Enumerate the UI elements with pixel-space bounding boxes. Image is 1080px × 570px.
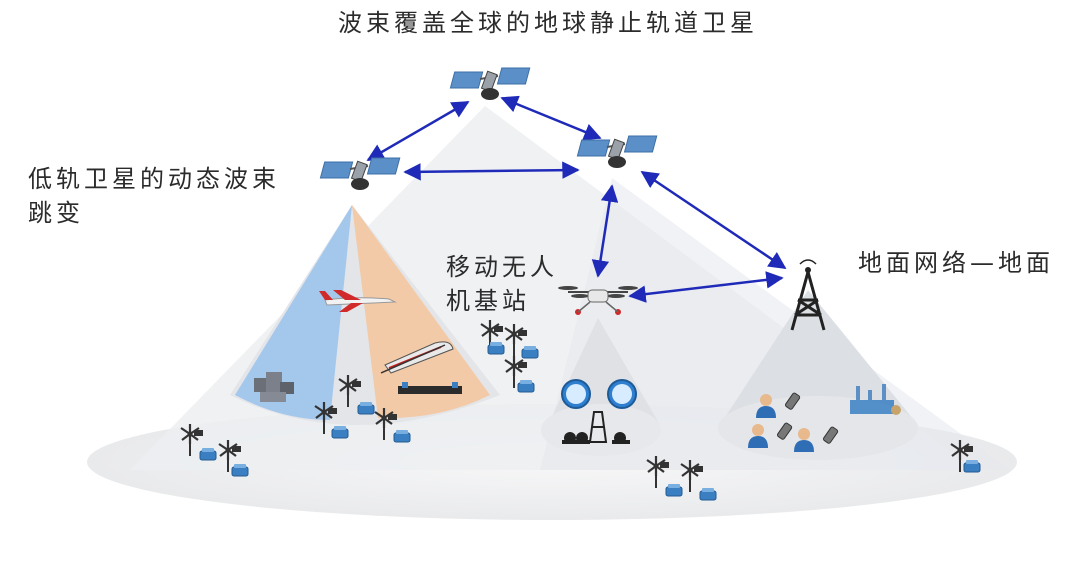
sensor-device-icon xyxy=(699,487,717,501)
link-sat2-uav xyxy=(591,184,619,278)
meter-dial-icon xyxy=(607,379,637,409)
leo-beam-label-line1: 低轨卫星的动态波束 xyxy=(28,165,280,193)
sensor-device-icon xyxy=(231,463,249,477)
link-leo-sat2 xyxy=(403,161,580,181)
signal-tower-icon xyxy=(790,259,826,331)
geo-satellite-label: 波束覆盖全球的地球静止轨道卫星 xyxy=(338,9,758,37)
sensor-device-icon xyxy=(963,459,981,473)
drone-icon xyxy=(558,286,638,315)
ground-network-label: 地面网络—地面 xyxy=(858,249,1054,277)
uav-base-station-label: 移动无人 机基站 xyxy=(446,250,558,318)
sensor-device-icon xyxy=(331,425,349,439)
meter-dial-icon xyxy=(561,379,591,409)
sensor-device-icon xyxy=(487,341,505,355)
buildings-icon xyxy=(254,372,294,402)
satellite-icon xyxy=(576,135,658,169)
link-geo-sat2 xyxy=(500,95,602,141)
sensor-device-icon xyxy=(517,379,535,393)
uav-label-line2: 机基站 xyxy=(446,287,530,315)
sensor-device-icon xyxy=(665,483,683,497)
sensor-device-icon xyxy=(521,345,539,359)
high-speed-train-icon xyxy=(380,341,454,374)
leo-beam-label: 低轨卫星的动态波束 跳变 xyxy=(28,162,280,230)
satellite-icon xyxy=(319,157,401,191)
sensor-device-icon xyxy=(393,429,411,443)
link-uav-tower xyxy=(628,271,784,303)
satellite-icon xyxy=(449,67,531,101)
mining-icon xyxy=(562,411,630,444)
link-sat2-tower xyxy=(640,170,787,270)
link-arrows xyxy=(366,95,787,303)
leo-blue-beam xyxy=(235,205,352,420)
sensor-device-icon xyxy=(199,447,217,461)
link-geo-leo xyxy=(366,100,470,162)
uav-label-line1: 移动无人 xyxy=(446,253,558,281)
railway-track xyxy=(398,382,462,394)
leo-beam-label-line2: 跳变 xyxy=(28,199,84,227)
aircraft-icon xyxy=(319,290,397,312)
factory-icon xyxy=(850,384,901,415)
sensor-device-icon xyxy=(357,401,375,415)
